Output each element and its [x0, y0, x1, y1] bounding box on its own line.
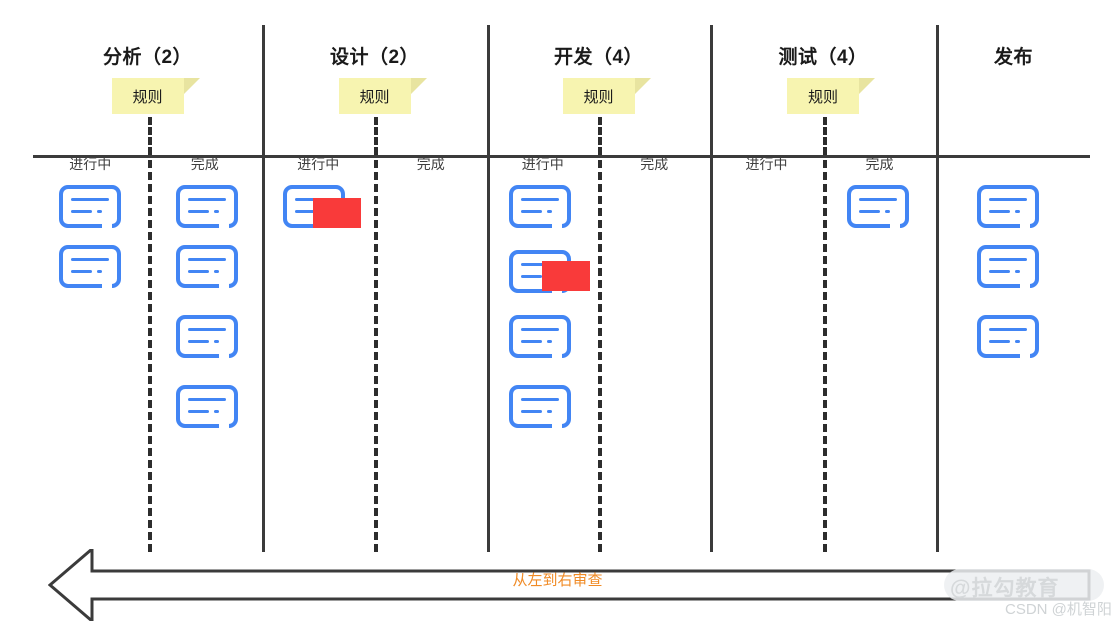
task-card[interactable] [977, 185, 1039, 228]
watermark-secondary: CSDN @机智阳 [1005, 601, 1112, 618]
sublabel-doing-development: 进行中 [521, 156, 564, 172]
doing-done-dash-analysis [148, 160, 152, 552]
sticky-fold-corner-icon [410, 78, 427, 94]
sublabel-doing-testing: 进行中 [745, 156, 788, 172]
blocked-marker[interactable] [313, 198, 361, 228]
task-card[interactable] [59, 185, 121, 228]
doing-done-dash-analysis-top [148, 117, 152, 155]
column-title-design: 设计（2） [329, 47, 420, 68]
task-card[interactable] [176, 245, 238, 288]
blocked-marker[interactable] [542, 261, 590, 291]
column-divider-1-top [262, 25, 265, 155]
sublabels-analysis: 进行中 完成 [33, 154, 262, 174]
task-card[interactable] [509, 185, 571, 228]
rule-sticky-design[interactable]: 规则 [338, 78, 427, 114]
rule-sticky-analysis[interactable]: 规则 [111, 78, 200, 114]
column-divider-3-bottom [710, 155, 713, 552]
column-title-release: 发布 [993, 47, 1033, 68]
doing-done-dash-test-top [823, 117, 827, 155]
sublabel-done-testing: 完成 [865, 156, 894, 172]
column-title-analysis: 分析（2） [102, 47, 193, 68]
doing-done-dash-test [823, 160, 827, 552]
flow-direction-arrow-icon [48, 549, 1091, 621]
column-divider-4-top [936, 25, 939, 155]
doing-done-dash-design-top [374, 117, 378, 155]
column-divider-2-top [487, 25, 490, 155]
column-header-design: 设计（2） 规则 进行中 完成 [262, 42, 487, 182]
task-card[interactable] [176, 385, 238, 428]
rule-sticky-label-development: 规则 [583, 88, 614, 106]
column-header-release: 发布 [936, 42, 1091, 182]
column-header-development: 开发（4） 规则 进行中 完成 [487, 42, 710, 182]
header-separator-line [33, 155, 1090, 158]
sticky-fold-corner-icon [859, 78, 875, 94]
column-header-analysis: 分析（2） 规则 进行中 完成 [33, 42, 262, 182]
watermark-backdrop [944, 569, 1104, 601]
task-card[interactable] [977, 315, 1039, 358]
column-header-testing: 测试（4） 规则 进行中 完成 [710, 42, 936, 182]
sublabel-doing-design: 进行中 [297, 156, 340, 172]
column-title-testing: 测试（4） [778, 47, 868, 68]
doing-done-dash-design [374, 160, 378, 552]
rule-sticky-development[interactable]: 规则 [562, 78, 651, 114]
rule-sticky-testing[interactable]: 规则 [787, 78, 875, 114]
rule-sticky-label-testing: 规则 [807, 88, 838, 106]
task-card[interactable] [59, 245, 121, 288]
sublabels-testing: 进行中 完成 [710, 154, 936, 174]
sublabel-done-analysis: 完成 [190, 156, 219, 172]
rule-sticky-label-design: 规则 [359, 88, 390, 106]
watermark-primary: @拉勾教育 [950, 577, 1060, 600]
sublabels-design: 进行中 完成 [262, 154, 487, 174]
sticky-fold-corner-icon [183, 78, 200, 94]
column-divider-2-bottom [487, 155, 490, 552]
sublabel-done-development: 完成 [640, 156, 669, 172]
sticky-fold-corner-icon [634, 78, 651, 94]
column-title-development: 开发（4） [553, 47, 644, 68]
sublabel-doing-analysis: 进行中 [69, 156, 112, 172]
column-divider-4-bottom [936, 155, 939, 552]
task-card[interactable] [977, 245, 1039, 288]
column-divider-3-top [710, 25, 713, 155]
doing-done-dash-dev [598, 160, 602, 552]
task-card[interactable] [176, 185, 238, 228]
sublabel-done-design: 完成 [416, 156, 445, 172]
task-card[interactable] [176, 315, 238, 358]
task-card[interactable] [847, 185, 909, 228]
sublabels-development: 进行中 完成 [487, 154, 710, 174]
column-divider-1-bottom [262, 155, 265, 552]
task-card[interactable] [509, 385, 571, 428]
task-card[interactable] [509, 315, 571, 358]
doing-done-dash-dev-top [598, 117, 602, 155]
rule-sticky-label-analysis: 规则 [132, 88, 163, 106]
